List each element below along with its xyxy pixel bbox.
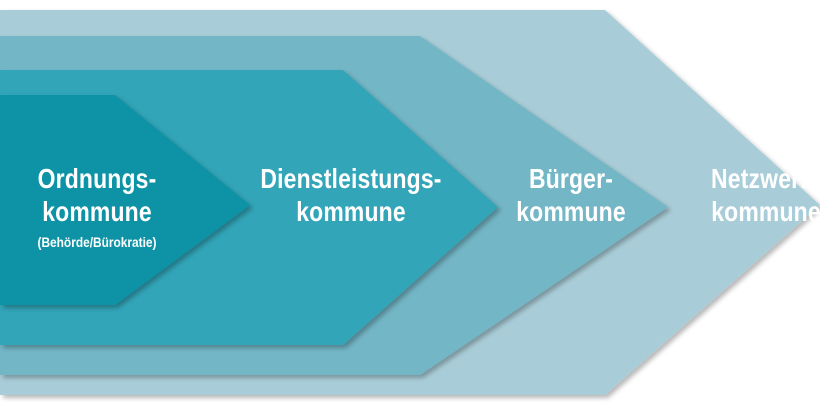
label-ordnungskommune-line2: kommune xyxy=(42,196,152,228)
label-dienstleistungskommune: Dienstleistungs- kommune xyxy=(240,162,461,228)
label-buergerkommune-line2: kommune xyxy=(516,196,626,228)
label-buergerkommune-line1: Bürger- xyxy=(528,163,614,194)
label-dienstleistungskommune-line1: Dienstleistungs- xyxy=(260,163,442,194)
label-buergerkommune: Bürger- kommune xyxy=(504,162,638,228)
label-ordnungskommune-line1: Ordnungs- xyxy=(37,163,157,194)
label-ordnungskommune-note: (Behörde/Bürokratie) xyxy=(37,234,157,251)
label-netzwerkkommune: Netzwerk- kommune xyxy=(699,162,820,228)
label-ordnungskommune: Ordnungs- kommune (Behörde/Bürokratie) xyxy=(25,162,170,251)
label-netzwerkkommune-line2: kommune xyxy=(711,196,820,228)
chevron-ordnungskommune xyxy=(0,95,250,305)
label-dienstleistungskommune-line2: kommune xyxy=(296,196,406,228)
label-netzwerkkommune-line1: Netzwerk- xyxy=(711,163,820,194)
